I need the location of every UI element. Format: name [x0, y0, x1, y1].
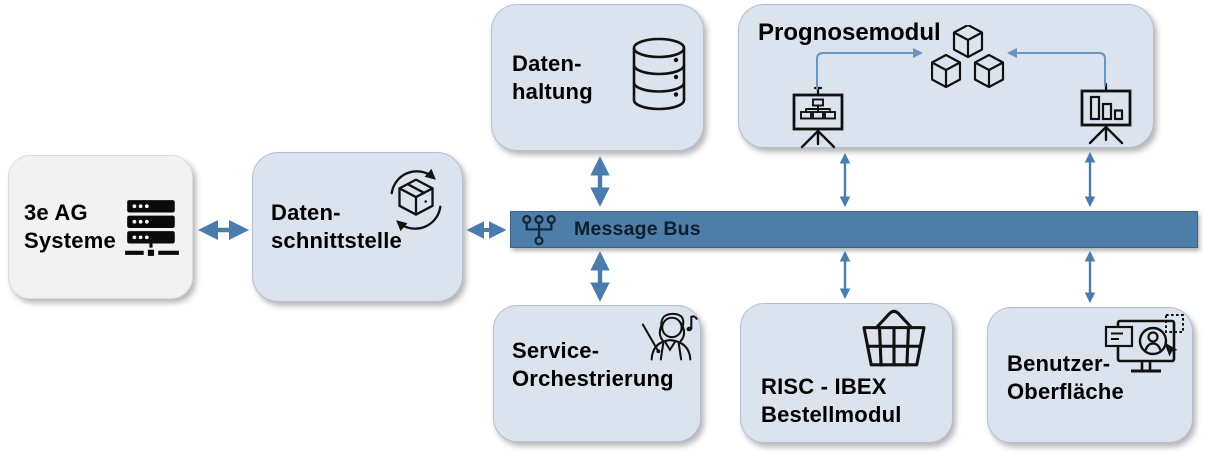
barchart-presentation-icon: [1080, 82, 1132, 145]
server-rack-icon: [125, 200, 179, 256]
label-line-1: RISC - IBEX: [761, 373, 887, 399]
label-line-2: Bestellmodul: [761, 401, 902, 427]
conductor-icon: [641, 312, 698, 361]
node-title: Prognosemodul: [758, 19, 941, 46]
label-line-2: Oberfläche: [1007, 379, 1124, 405]
node-label: Benutzer- Oberfläche: [1007, 350, 1124, 406]
label-line-1: Daten-: [512, 50, 582, 76]
orgchart-presentation-icon: [792, 86, 844, 149]
node-label: RISC - IBEX Bestellmodul: [761, 373, 902, 429]
label-line-1: Benutzer-: [1007, 351, 1111, 376]
label-line-1: 3e AG: [24, 199, 88, 225]
message-bus-bar: Message Bus: [510, 211, 1198, 248]
node-datenhaltung: Daten- haltung: [491, 4, 704, 151]
node-label: Daten- schnittstelle: [271, 199, 402, 255]
node-label: Daten- haltung: [512, 49, 593, 105]
modules-cubes-icon: [931, 25, 1005, 89]
fanout-tree-icon: [522, 214, 556, 245]
node-service-orchestrierung: Service- Orchestrierung: [493, 305, 701, 442]
message-bus-label: Message Bus: [574, 218, 701, 240]
monitor-user-icon: [1104, 314, 1184, 373]
label-line-2: haltung: [512, 78, 593, 104]
node-datenschnittstelle: Daten- schnittstelle: [252, 152, 463, 302]
label-line-2: schnittstelle: [271, 228, 402, 253]
label-line-1: Daten-: [271, 199, 341, 225]
node-prognosemodul: Prognosemodul: [738, 4, 1154, 149]
database-icon: [632, 37, 686, 111]
node-3e-ag-systeme: 3e AG Systeme: [8, 155, 193, 299]
label-line-2: Systeme: [24, 228, 116, 253]
label-line-1: Service-: [512, 338, 600, 363]
label-line-2: Orchestrierung: [512, 366, 674, 392]
node-benutzer-oberflaeche: Benutzer- Oberfläche: [987, 307, 1193, 443]
node-label: Service- Orchestrierung: [512, 337, 674, 393]
node-label: 3e AG Systeme: [24, 199, 116, 255]
package-sync-icon: [390, 168, 442, 232]
node-risc-ibex-bestellmodul: RISC - IBEX Bestellmodul: [740, 303, 953, 443]
shopping-basket-icon: [862, 309, 926, 367]
